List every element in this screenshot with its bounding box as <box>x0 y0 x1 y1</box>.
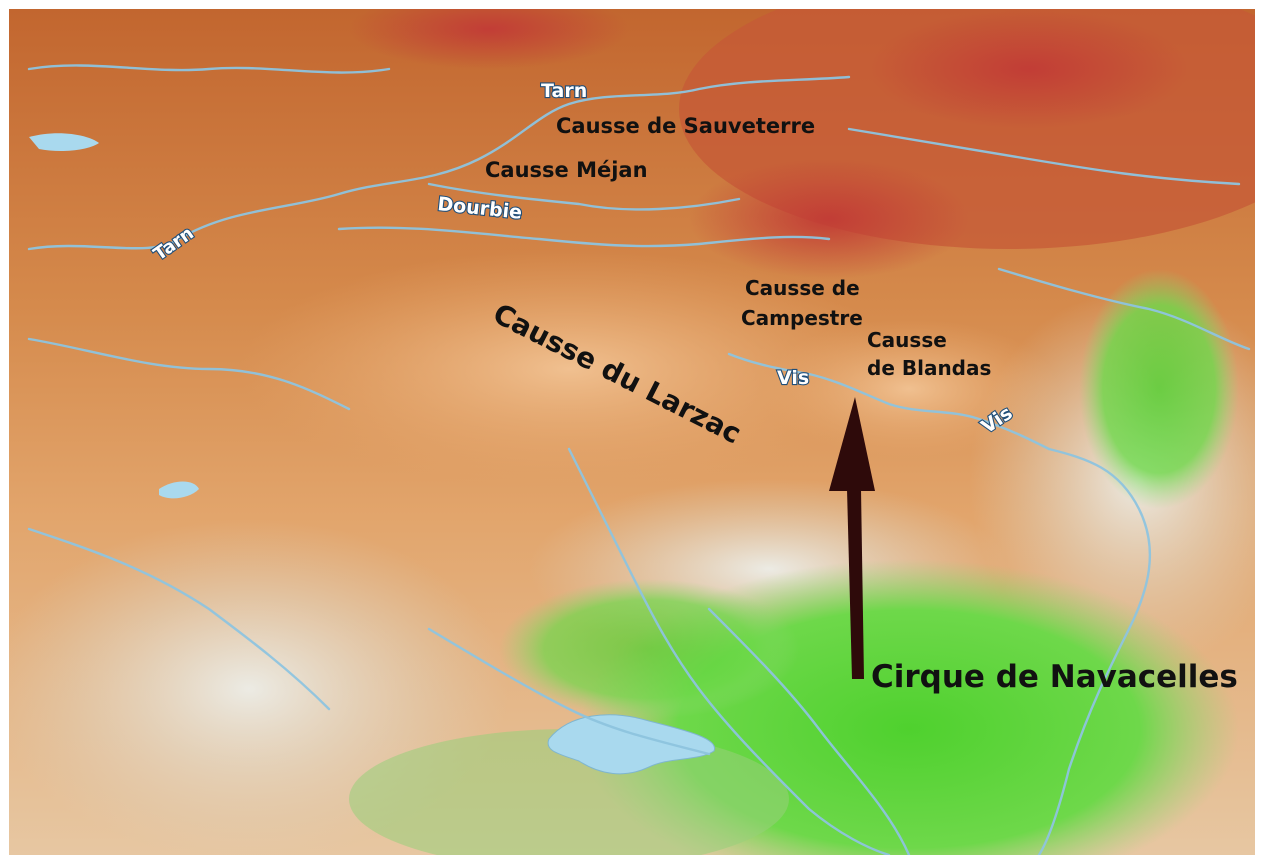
terrain-peak-lozere <box>869 9 1189 129</box>
terrain-larzac-plateau <box>239 249 899 489</box>
river-jonte <box>427 182 741 211</box>
lake-west <box>159 481 199 499</box>
label-causse-mejan: Causse Méjan <box>485 158 648 182</box>
river-north-2 <box>847 127 1241 186</box>
river-south-2 <box>707 607 911 855</box>
relief-map-canvas: Causse de Sauveterre Causse Méjan Causse… <box>9 9 1255 855</box>
arrow-head <box>829 397 875 491</box>
river-north-1 <box>27 64 391 74</box>
label-river-tarn-north: Tarn <box>541 80 587 102</box>
label-causse-de-blandas-line2: de Blandas <box>867 356 991 380</box>
river-west-1 <box>27 337 351 411</box>
river-vis <box>727 352 1051 451</box>
label-causse-de-campestre-line2: Campestre <box>741 306 863 330</box>
label-causse-de-campestre-line1: Causse de <box>745 276 860 300</box>
river-herault <box>1037 447 1152 855</box>
label-causse-de-sauveterre: Causse de Sauveterre <box>556 114 815 138</box>
lake-salagou <box>547 714 715 775</box>
arrow-shaft <box>847 489 864 679</box>
river-tarn <box>27 75 851 251</box>
lake-pareloup <box>29 133 99 151</box>
terrain-lowland-south <box>349 729 789 855</box>
river-south-1 <box>427 627 711 756</box>
arrow-to-navacelles <box>829 397 875 679</box>
river-lergue <box>567 447 891 855</box>
terrain-lowland-north <box>1079 269 1239 509</box>
relief-map: Causse de Sauveterre Causse Méjan Causse… <box>9 9 1255 855</box>
label-cirque-de-navacelles: Cirque de Navacelles <box>871 659 1238 695</box>
river-dourbie <box>337 226 831 248</box>
terrain-lowland-valley <box>499 579 799 719</box>
terrain-peak-aigoual <box>689 159 969 279</box>
terrain-peak-north <box>349 9 629 69</box>
label-river-vis-center: Vis <box>777 367 809 389</box>
label-causse-de-blandas-line1: Causse <box>867 328 947 352</box>
river-west-2 <box>27 527 331 711</box>
river-east-1 <box>997 267 1251 351</box>
